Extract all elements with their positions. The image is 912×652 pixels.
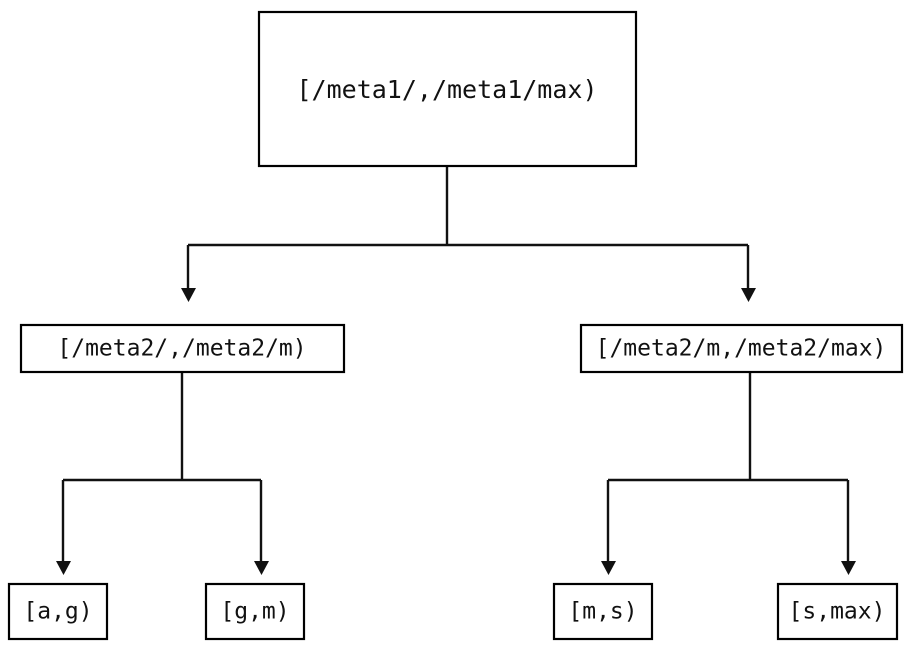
node-leaf-2[interactable]: [g,m): [204, 582, 306, 641]
edge-group-root: [181, 167, 756, 302]
arrowhead-mid-right-to-leaf4: [841, 561, 856, 575]
arrowhead-mid-right-to-leaf3: [601, 561, 616, 575]
node-mid-left[interactable]: [/meta2/,/meta2/m): [19, 323, 346, 374]
node-leaf-3[interactable]: [m,s): [552, 582, 654, 641]
node-mid-right[interactable]: [/meta2/m,/meta2/max): [579, 323, 904, 374]
edge-group-mid-left: [56, 373, 269, 575]
node-leaf-4-label: [s,max): [789, 599, 886, 625]
arrowhead-root-to-mid-right: [741, 288, 756, 302]
node-leaf-4[interactable]: [s,max): [776, 582, 899, 641]
node-leaf-1-label: [a,g): [23, 599, 92, 625]
node-mid-left-box: [19, 323, 346, 374]
node-mid-left-label: [/meta2/,/meta2/m): [57, 336, 306, 362]
node-mid-right-box: [579, 323, 904, 374]
arrowhead-root-to-mid-left: [181, 288, 196, 302]
node-leaf-2-box: [204, 582, 306, 641]
arrowhead-mid-left-to-leaf1: [56, 561, 71, 575]
node-root[interactable]: [/meta1/,/meta1/max): [257, 10, 638, 168]
node-leaf-4-box: [776, 582, 899, 641]
node-leaf-1-box: [7, 582, 109, 641]
node-leaf-3-label: [m,s): [568, 599, 637, 625]
node-leaf-1[interactable]: [a,g): [7, 582, 109, 641]
node-leaf-3-box: [552, 582, 654, 641]
node-root-label: [/meta1/,/meta1/max): [296, 75, 597, 104]
node-leaf-2-label: [g,m): [220, 599, 289, 625]
arrowhead-mid-left-to-leaf2: [254, 561, 269, 575]
edge-group-mid-right: [601, 373, 856, 575]
node-root-box: [257, 10, 638, 168]
node-mid-right-label: [/meta2/m,/meta2/max): [596, 336, 887, 362]
